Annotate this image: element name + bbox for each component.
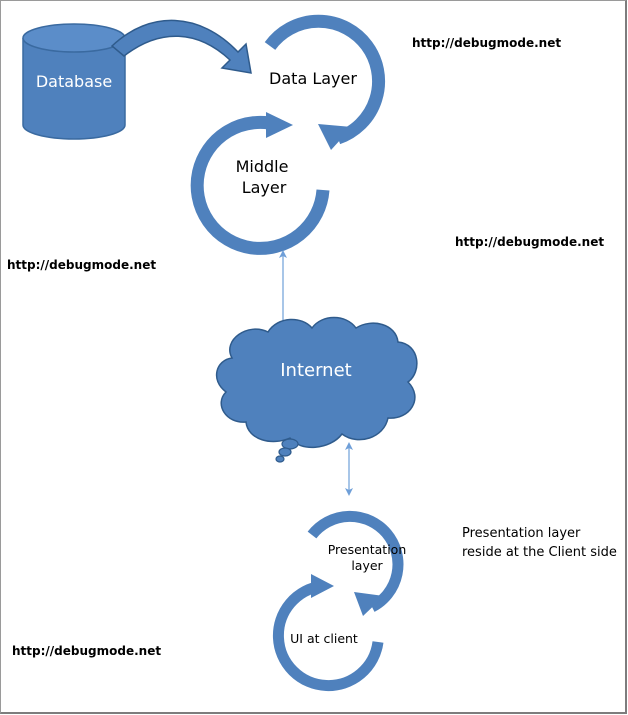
presentation-label-line1: Presentation xyxy=(328,542,407,557)
presentation-arrowhead xyxy=(354,592,384,616)
presentation-layer-cycle: Presentation layer xyxy=(307,510,407,616)
internet-cloud: Internet xyxy=(215,316,418,463)
data-layer-cycle: Data Layer xyxy=(264,14,385,150)
data-layer-label: Data Layer xyxy=(269,69,357,88)
middle-layer-label-line1: Middle xyxy=(236,157,289,176)
middle-layer-cycle: Middle Layer xyxy=(190,112,330,255)
database-cylinder: Database xyxy=(22,23,126,140)
annotation-line2: reside at the Client side xyxy=(462,545,617,560)
watermark-bottom-left: http://debugmode.net xyxy=(12,644,161,658)
watermark-top-right: http://debugmode.net xyxy=(412,36,561,50)
ui-client-label: UI at client xyxy=(290,631,358,646)
middle-layer-label-line2: Layer xyxy=(242,178,287,197)
watermark-mid-left: http://debugmode.net xyxy=(7,258,156,272)
annotation-line1: Presentation layer xyxy=(462,526,581,541)
middle-layer-arrowhead xyxy=(266,112,293,138)
ui-client-arrowhead xyxy=(311,574,334,598)
ui-client-cycle: UI at client xyxy=(272,574,384,692)
database-label: Database xyxy=(36,72,112,91)
presentation-label-line2: layer xyxy=(351,558,383,573)
database-to-datalayer-arrow xyxy=(110,19,252,74)
internet-label: Internet xyxy=(280,360,351,381)
data-layer-arrowhead xyxy=(318,124,352,150)
watermark-mid-right: http://debugmode.net xyxy=(455,235,604,249)
